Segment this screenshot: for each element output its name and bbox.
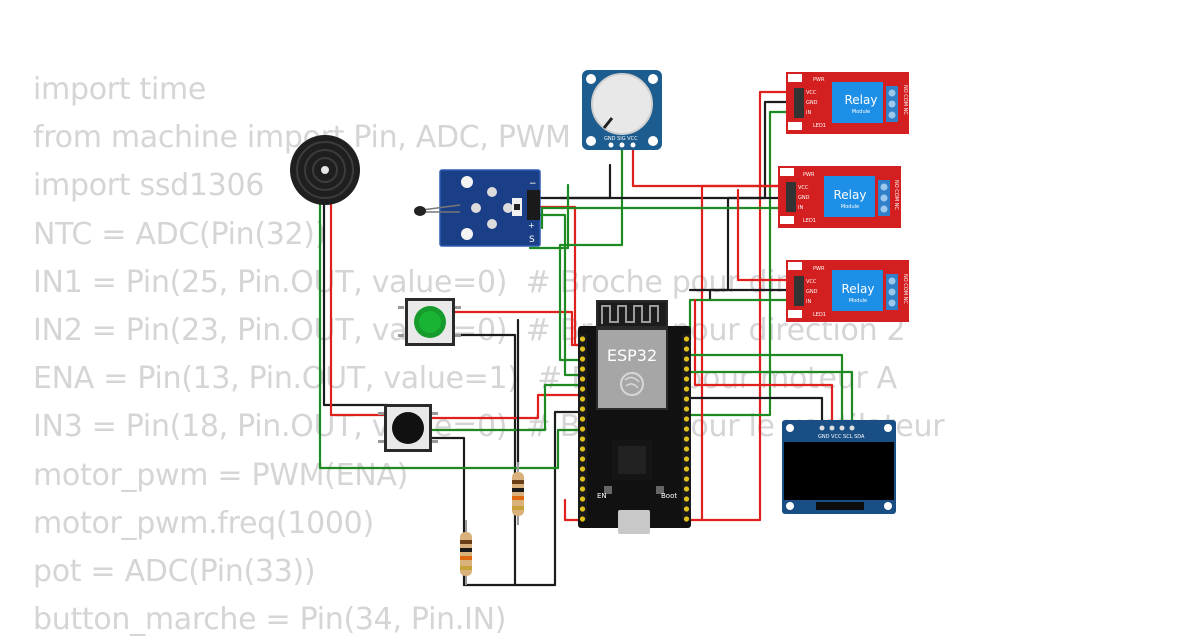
wire-buzzer-loop[interactable] xyxy=(318,203,587,470)
wire-relay3-vcc[interactable] xyxy=(736,188,789,282)
oled-display[interactable]: GND VCC SCL SDA xyxy=(782,420,896,514)
relay1-pin-gnd: GND xyxy=(806,100,818,106)
code-line: import time xyxy=(33,72,207,107)
wire-gnd-bus[interactable] xyxy=(462,410,587,587)
wire-relay2-in[interactable] xyxy=(540,206,789,230)
esp32-boot-label: Boot xyxy=(661,492,677,500)
wire-ntc-vcc[interactable] xyxy=(538,205,587,347)
esp32-right-pin-header xyxy=(682,334,691,522)
esp32-left-pin-header xyxy=(578,334,587,522)
resistor-2 xyxy=(512,462,524,525)
relay1-led-label: LED1 xyxy=(813,123,826,129)
ntc-pin-label-gnd: − xyxy=(529,179,537,189)
relay3-pin-gnd: GND xyxy=(806,289,818,295)
wire-oled-vcc[interactable] xyxy=(693,298,834,430)
relay3-title: Relay xyxy=(842,282,875,296)
oled-pin-labels: GND VCC SCL SDA xyxy=(818,434,865,440)
wire-oled-scl[interactable] xyxy=(688,353,844,430)
relay-module-2[interactable]: PWR LED1 VCC GND IN Relay Module NO COM … xyxy=(778,166,901,228)
pot-pin-labels: GND SIG VCC xyxy=(604,136,638,142)
wire-pot-bus[interactable] xyxy=(528,183,570,250)
ntc-pin-label-sig: S xyxy=(529,235,535,245)
wire-btn2-gnd[interactable] xyxy=(430,436,466,587)
ntc-pin-label-vcc: + xyxy=(528,221,535,230)
wire-oled-sda[interactable] xyxy=(688,370,854,430)
oled-screen xyxy=(784,442,894,500)
thermistor-icon xyxy=(414,206,426,216)
relay2-terminals: NO COM NC xyxy=(893,180,899,210)
wire-buzzer-gnd[interactable] xyxy=(322,203,390,407)
relay1-title: Relay xyxy=(845,93,878,107)
usb-port-icon xyxy=(618,510,650,534)
green-pushbutton[interactable] xyxy=(398,298,461,346)
relay3-pin-in: IN xyxy=(806,299,811,305)
wire-oled-gnd[interactable] xyxy=(688,396,824,430)
relay1-subtitle: Module xyxy=(852,109,870,115)
potentiometer[interactable]: GND SIG VCC xyxy=(582,70,662,150)
buzzer[interactable] xyxy=(290,135,360,205)
knob-indicator-icon xyxy=(602,117,614,129)
code-line: motor_pwm = PWM(ENA) xyxy=(33,457,409,493)
esp32-devkit[interactable]: ESP32 EN Boot xyxy=(578,300,691,534)
relay3-led-label: LED1 xyxy=(813,312,826,318)
circuit-diagram: − + S xyxy=(290,70,909,587)
relay3-subtitle: Module xyxy=(849,298,867,304)
wire-pot-vcc[interactable] xyxy=(631,143,787,188)
wire-relay3-gnd[interactable] xyxy=(708,288,789,302)
relay2-led-label: LED1 xyxy=(803,218,816,224)
wire-relay3-in[interactable] xyxy=(688,298,789,342)
relay3-pin-vcc: VCC xyxy=(806,279,817,285)
relay2-subtitle: Module xyxy=(841,204,859,210)
wire-buzzer-sig[interactable] xyxy=(329,203,390,417)
relay2-pin-vcc: VCC xyxy=(798,185,809,191)
wire-ntc-gnd[interactable] xyxy=(538,163,612,200)
relay2-title: Relay xyxy=(834,188,867,202)
resistor-1 xyxy=(460,520,472,585)
code-line: import ssd1306 xyxy=(33,168,265,204)
relay2-pwr-label: PWR xyxy=(803,172,815,178)
wire-ntc-sig[interactable] xyxy=(538,213,587,377)
wire-pot-sig[interactable] xyxy=(558,143,624,362)
wire-relay2-vcc[interactable] xyxy=(700,184,789,522)
code-line: from machine import Pin, ADC, PWM xyxy=(33,120,571,156)
wire-btn2-sig[interactable] xyxy=(430,383,587,432)
relay1-pwr-label: PWR xyxy=(813,77,825,83)
relay2-pin-in: IN xyxy=(798,205,803,211)
wire-relay1-in[interactable] xyxy=(688,110,797,417)
relay1-pin-in: IN xyxy=(806,110,811,116)
relay1-pin-vcc: VCC xyxy=(806,90,817,96)
wire-btn2-vcc[interactable] xyxy=(430,393,587,420)
wire-relay1-vcc[interactable] xyxy=(563,90,797,522)
espressif-logo-icon xyxy=(620,372,644,396)
esp32-title: ESP32 xyxy=(607,346,657,365)
relay1-terminals: NO COM NC xyxy=(902,85,908,115)
relay3-terminals: NO COM NC xyxy=(902,274,908,304)
code-line: NTC = ADC(Pin(32)) xyxy=(33,216,327,252)
wire-relay1-gnd[interactable] xyxy=(558,100,797,200)
relay-module-3[interactable]: PWR LED1 VCC GND IN Relay Module NO COM … xyxy=(786,260,909,322)
esp32-en-label: EN xyxy=(597,492,607,500)
ntc-sensor-module[interactable]: − + S xyxy=(414,169,541,247)
black-pushbutton[interactable] xyxy=(378,404,438,452)
relay3-pwr-label: PWR xyxy=(813,266,825,272)
wires xyxy=(318,90,854,587)
relay2-pin-gnd: GND xyxy=(798,195,810,201)
code-line: motor_pwm.freq(1000) xyxy=(33,505,374,541)
relay-module-1[interactable]: PWR LED1 VCC GND IN Relay Module NO COM … xyxy=(786,72,909,134)
code-line: pot = ADC(Pin(33)) xyxy=(33,553,316,589)
code-line: ENA = Pin(13, Pin.OUT, value=1) # Broche… xyxy=(33,361,897,397)
